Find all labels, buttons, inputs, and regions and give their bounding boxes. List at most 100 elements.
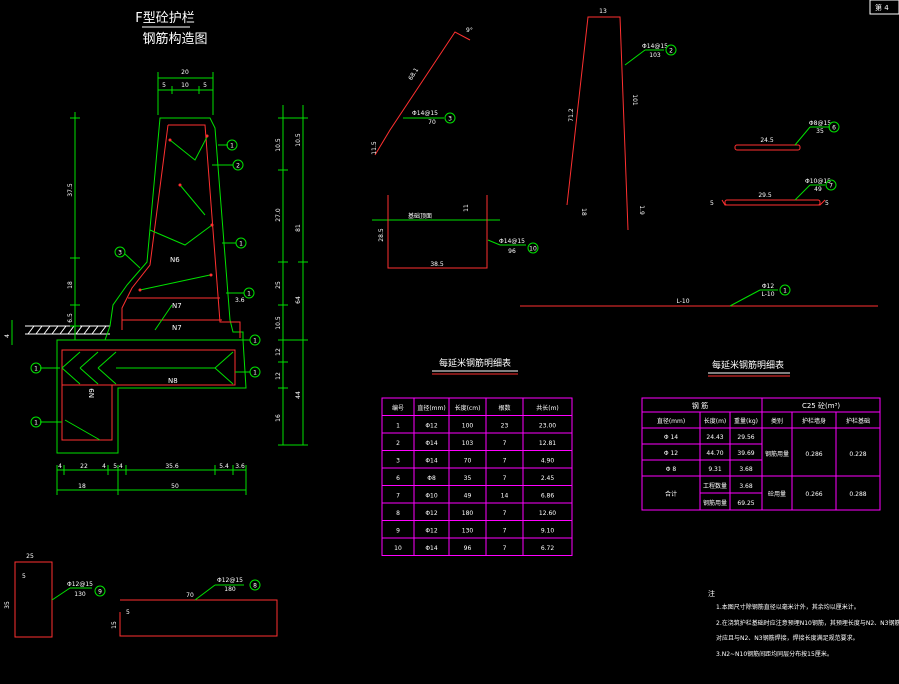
svg-text:钢 筋: 钢 筋: [692, 401, 708, 410]
table1-cell: 23.00: [539, 423, 556, 430]
svg-text:10.5: 10.5: [295, 133, 302, 147]
table1-cell: 12.60: [539, 510, 556, 517]
table1-cell: 7: [396, 493, 400, 500]
table1-cell: 9: [396, 528, 400, 535]
svg-text:11.5: 11.5: [371, 141, 378, 155]
rebar-fan-lines: [61, 134, 234, 441]
svg-text:35: 35: [4, 601, 11, 609]
svg-text:18: 18: [78, 483, 86, 490]
title-line2: 钢筋构造图: [142, 31, 207, 47]
table1-cell: Φ14: [425, 440, 438, 447]
svg-text:0.288: 0.288: [849, 491, 866, 498]
table1-cell: 7: [503, 440, 507, 447]
table1-cell: 6: [396, 475, 400, 482]
svg-text:13: 13: [599, 8, 607, 15]
svg-text:29.56: 29.56: [737, 434, 754, 441]
svg-text:38.5: 38.5: [430, 261, 444, 268]
detail-n1: L-10 Φ12 L-10 1: [520, 283, 878, 307]
table1-cell: 2.45: [541, 475, 555, 482]
svg-text:49: 49: [814, 186, 822, 193]
svg-text:3.68: 3.68: [739, 466, 753, 473]
svg-text:10: 10: [529, 246, 537, 253]
main-section: N6 N7 N7 N8 N9 1 2 3 1 1 1 1 1 1: [4, 69, 308, 495]
svg-text:Φ12: Φ12: [762, 283, 775, 290]
table1-cell: Φ8: [427, 475, 436, 482]
svg-text:护栏墙身: 护栏墙身: [802, 417, 826, 425]
svg-text:C25 砼(m³): C25 砼(m³): [802, 401, 840, 410]
detail-n7: 29.5 5 5 Φ10@15 49 7: [710, 178, 837, 207]
table1-cell: 12.81: [539, 440, 556, 447]
table1-cell: 103: [462, 440, 474, 447]
svg-text:12: 12: [275, 372, 282, 380]
svg-text:Φ 8: Φ 8: [666, 466, 677, 473]
table1-cell: 2: [396, 440, 400, 447]
svg-text:1: 1: [253, 370, 257, 377]
table1-cell: 180: [462, 510, 474, 517]
svg-text:工程数量: 工程数量: [703, 482, 727, 490]
rebar-dots: [138, 134, 214, 292]
svg-text:5: 5: [22, 573, 26, 580]
note-4: 3.N2~N10钢筋间距均同层分布按15厘米。: [716, 650, 833, 658]
svg-text:重量(kg): 重量(kg): [734, 417, 758, 425]
svg-text:71.2: 71.2: [568, 108, 575, 122]
svg-text:Φ8@15: Φ8@15: [809, 120, 831, 127]
svg-text:180: 180: [224, 586, 236, 593]
svg-text:16: 16: [275, 414, 282, 422]
svg-text:Φ10@15: Φ10@15: [805, 178, 831, 185]
svg-text:4: 4: [102, 463, 106, 470]
svg-text:0.286: 0.286: [805, 451, 822, 458]
label-n7: N7: [172, 302, 182, 310]
svg-text:4: 4: [58, 463, 62, 470]
svg-text:3.6: 3.6: [235, 463, 245, 470]
svg-text:1: 1: [247, 291, 251, 298]
svg-text:Φ14@15: Φ14@15: [412, 110, 438, 117]
svg-text:基础顶面: 基础顶面: [408, 212, 432, 220]
detail-n6: 24.5 Φ8@15 35 6: [734, 120, 840, 151]
label-n9: N9: [88, 388, 96, 398]
svg-text:1: 1: [230, 143, 234, 150]
svg-text:10.5: 10.5: [275, 138, 282, 152]
table1-cell: Φ14: [425, 458, 438, 465]
svg-text:1: 1: [34, 366, 38, 373]
svg-text:直径(mm): 直径(mm): [657, 417, 685, 425]
table1-header-cell: 直径(mm): [417, 404, 445, 412]
svg-text:1.9: 1.9: [638, 205, 645, 215]
svg-text:1: 1: [253, 338, 257, 345]
table1-cell: 96: [464, 545, 472, 552]
svg-text:3.6: 3.6: [235, 297, 245, 304]
table1-cell: 35: [464, 475, 472, 482]
note-1: 1.本图尺寸除钢筋直径以毫米计外，其余均以厘米计。: [716, 603, 860, 611]
svg-text:6: 6: [832, 125, 836, 132]
svg-text:1: 1: [239, 241, 243, 248]
label-n7-b: N7: [172, 324, 182, 332]
svg-text:7: 7: [829, 183, 833, 190]
svg-text:5.4: 5.4: [219, 463, 229, 470]
svg-text:15: 15: [111, 621, 118, 629]
table1-header-cell: 编号: [392, 404, 404, 412]
right-dims: 10.5 27.0 25 10.5 12 12 16 81 10.5 64 44…: [235, 105, 308, 446]
table1-cell: 7: [503, 545, 507, 552]
label-n6: N6: [170, 256, 180, 264]
table1-cell: 23: [501, 423, 509, 430]
svg-text:44.70: 44.70: [706, 450, 723, 457]
svg-text:70: 70: [428, 119, 436, 126]
svg-text:3: 3: [118, 250, 122, 257]
svg-text:5: 5: [126, 609, 130, 616]
rebar-n2-path: [168, 124, 241, 338]
svg-text:5: 5: [162, 82, 166, 89]
svg-text:9: 9: [98, 589, 102, 596]
table1-cell: 7: [503, 510, 507, 517]
table1-cell: 6.72: [541, 545, 555, 552]
table1-header-cell: 根数: [498, 404, 510, 412]
svg-text:Φ 12: Φ 12: [664, 450, 678, 457]
table1-cell: 14: [501, 493, 509, 500]
svg-text:钢筋用量: 钢筋用量: [703, 499, 727, 507]
svg-text:1: 1: [34, 420, 38, 427]
table1-cell: 9.10: [541, 528, 555, 535]
svg-text:护栏基础: 护栏基础: [846, 417, 870, 425]
table1-cell: 8: [396, 510, 400, 517]
table1-cell: 3: [396, 458, 400, 465]
svg-text:11: 11: [463, 204, 470, 212]
table1-cell: 70: [464, 458, 472, 465]
svg-text:27.0: 27.0: [275, 208, 282, 222]
